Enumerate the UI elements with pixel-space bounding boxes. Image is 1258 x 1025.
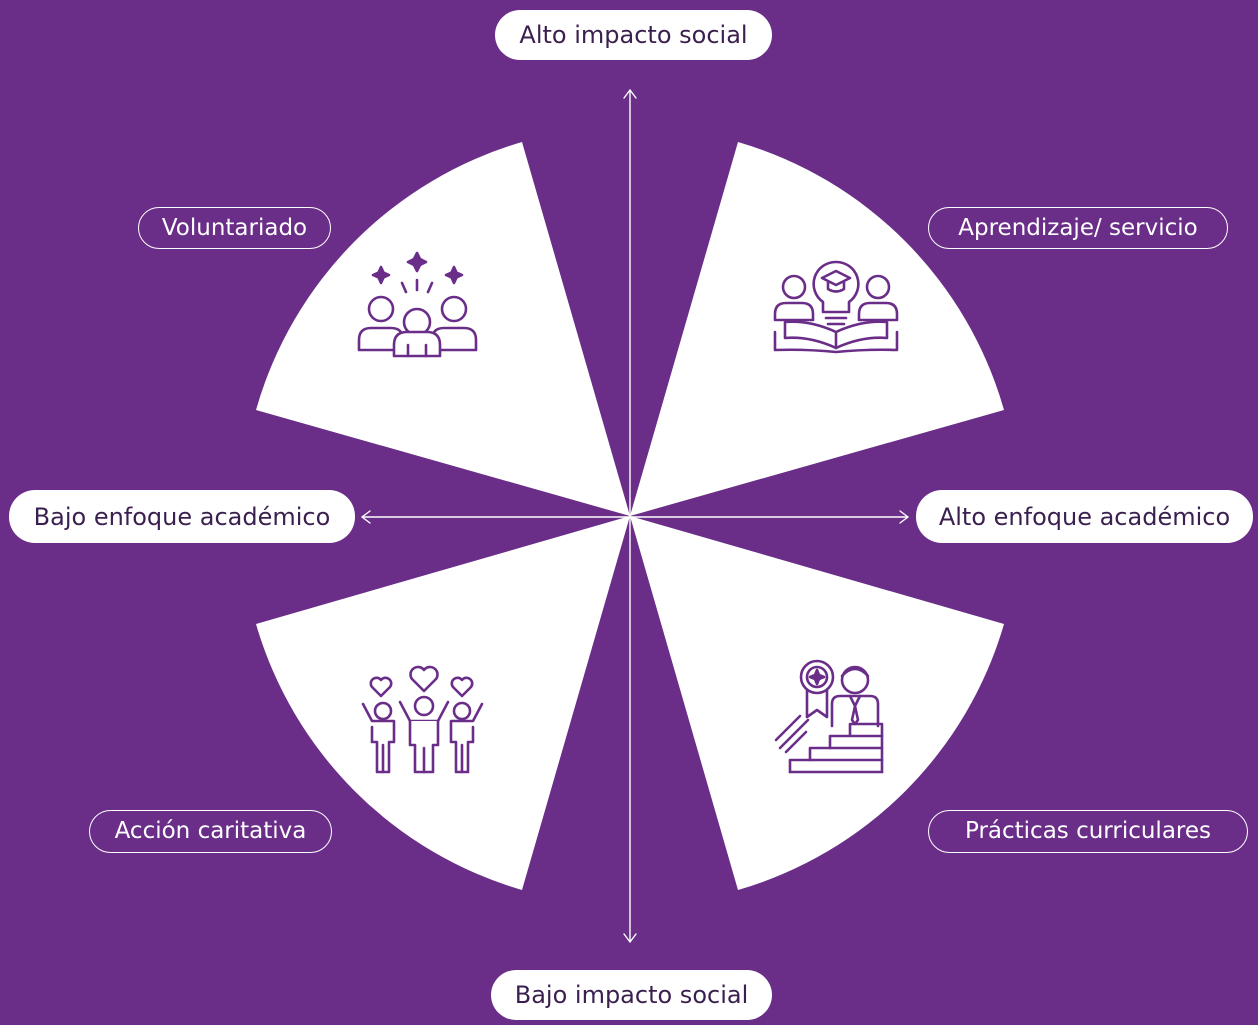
quadrant-label-voluntariado: Voluntariado — [138, 207, 331, 249]
career-stairs-icon — [774, 659, 884, 774]
axis-label-low-academic-focus: Bajo enfoque académico — [9, 490, 355, 543]
quadrant-label-accion-caritativa: Acción caritativa — [89, 810, 332, 853]
wedge-practicas-curriculares — [630, 516, 1004, 890]
quadrant-label-aprendizaje-servicio: Aprendizaje/ servicio — [928, 207, 1228, 249]
volunteers-group-icon — [357, 251, 478, 358]
quadrant-label-practicas-curriculares: Prácticas curriculares — [928, 810, 1248, 853]
axis-label-high-academic-focus: Alto enfoque académico — [916, 490, 1253, 543]
axis-label-high-social-impact: Alto impacto social — [495, 10, 772, 60]
learning-service-icon — [773, 260, 899, 354]
axis-label-low-social-impact: Bajo impacto social — [491, 970, 772, 1020]
wedge-accion-caritativa — [256, 516, 630, 890]
axis-arrow-right — [899, 510, 909, 524]
axis-arrow-left — [361, 510, 371, 524]
axis-arrow-down — [623, 933, 637, 943]
axis-arrow-up — [623, 89, 637, 99]
charity-hearts-icon — [361, 665, 484, 774]
